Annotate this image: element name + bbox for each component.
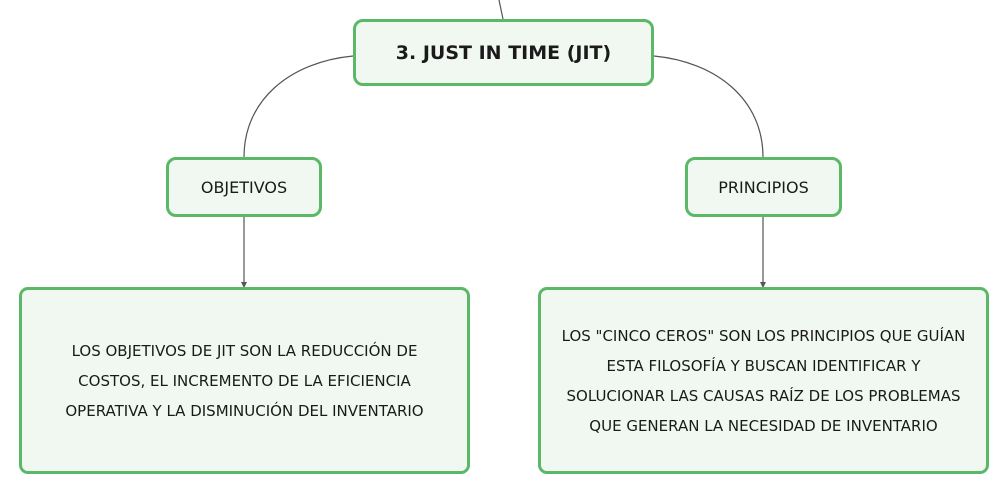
objetivos-detail-text: LOS OBJETIVOS DE JIT SON LA REDUCCIÓN DE… (65, 341, 424, 420)
objetivos-node[interactable]: OBJETIVOS (166, 157, 322, 217)
objetivos-detail-node[interactable]: LOS OBJETIVOS DE JIT SON LA REDUCCIÓN DE… (19, 287, 470, 474)
principios-node-label: PRINCIPIOS (718, 177, 809, 197)
connector-root-to-objetivos (243, 55, 354, 158)
connector-incoming (498, 0, 504, 20)
root-node[interactable]: 3. JUST IN TIME (JIT) (353, 19, 654, 86)
principios-node[interactable]: PRINCIPIOS (685, 157, 842, 217)
arrowhead-objetivos-detail (241, 282, 247, 288)
arrowhead-principios-detail (760, 282, 766, 288)
objetivos-node-label: OBJETIVOS (200, 177, 288, 197)
principios-detail-text: LOS "CINCO CEROS" SON LOS PRINCIPIOS QUE… (561, 326, 966, 435)
root-node-label: 3. JUST IN TIME (JIT) (395, 41, 612, 64)
connector-root-to-principios (653, 55, 764, 158)
principios-detail-node[interactable]: LOS "CINCO CEROS" SON LOS PRINCIPIOS QUE… (538, 287, 989, 474)
